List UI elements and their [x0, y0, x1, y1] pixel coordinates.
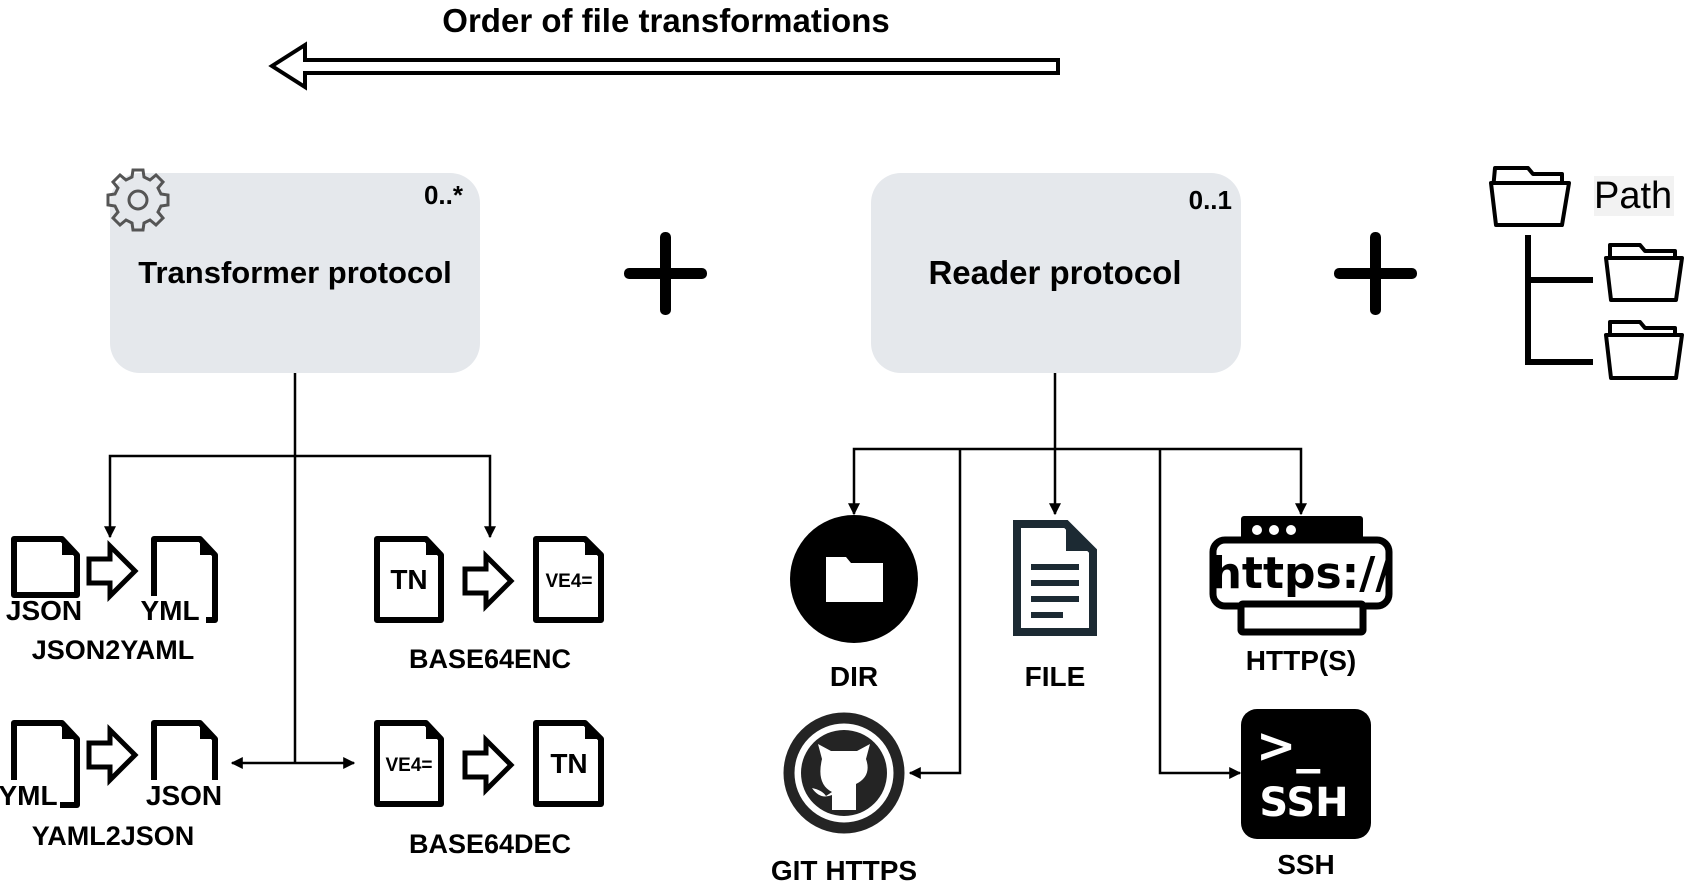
reader-protocol-label: Reader protocol [928, 254, 1181, 291]
transformer-multiplicity: 0..* [424, 180, 464, 210]
document-icon [11, 536, 80, 598]
reader-connectors [848, 373, 1307, 779]
http-label: HTTP(S) [1246, 645, 1356, 676]
reader-multiplicity: 0..1 [1189, 185, 1232, 215]
document-icon [533, 536, 604, 623]
yaml2json-to: JSON [146, 780, 222, 811]
browser-icon: https:// [1209, 516, 1393, 636]
order-arrow [268, 41, 1060, 91]
base64dec-to: TN [550, 748, 587, 779]
yaml2json-from: YML [0, 780, 58, 811]
hollow-arrow-icon [86, 723, 139, 787]
base64dec-transformer: VE4= TN BASE64DEC [374, 720, 604, 859]
hollow-arrow-icon [462, 549, 515, 613]
https-badge-text: https:// [1211, 548, 1393, 599]
folder-icon [826, 557, 883, 602]
base64enc-label: BASE64ENC [409, 644, 571, 674]
document-icon [374, 536, 444, 623]
reader-git: GIT HTTPS [771, 712, 917, 886]
yaml2json-transformer: YML JSON YAML2JSON [0, 720, 222, 851]
ssh-label: SSH [1277, 849, 1335, 880]
transformer-connectors [104, 373, 496, 769]
reader-ssh: >_ SSH SSH [1241, 709, 1371, 880]
dir-label: DIR [830, 661, 878, 692]
ssh-prompt: >_ [1256, 718, 1320, 774]
document-icon [533, 720, 604, 807]
folder-icon [1489, 166, 1571, 227]
json2yaml-label: JSON2YAML [32, 635, 195, 665]
base64dec-label: BASE64DEC [409, 829, 571, 859]
json2yaml-from: JSON [6, 595, 82, 626]
reader-protocol-node: Reader protocol 0..1 [871, 173, 1241, 373]
plus-icon [624, 232, 707, 315]
document-icon [151, 720, 218, 788]
document-icon [1013, 520, 1097, 636]
ssh-badge-text: SSH [1259, 780, 1348, 826]
yaml2json-label: YAML2JSON [32, 821, 195, 851]
base64enc-to: VE4= [545, 571, 592, 592]
github-icon [783, 712, 905, 834]
path-label: Path [1594, 175, 1672, 217]
transformer-protocol-node: Transformer protocol 0..* [110, 173, 480, 373]
transformer-protocol-label: Transformer protocol [138, 255, 452, 290]
json2yaml-transformer: JSON YML JSON2YAML [6, 536, 218, 665]
json2yaml-to: YML [140, 595, 199, 626]
document-icon [374, 720, 444, 807]
hollow-arrow-icon [462, 733, 515, 797]
reader-dir: DIR [790, 515, 918, 692]
reader-http: https:// HTTP(S) [1209, 516, 1393, 676]
base64dec-from: VE4= [385, 755, 432, 776]
base64enc-transformer: TN VE4= BASE64ENC [374, 536, 604, 674]
plus-icon [1334, 232, 1417, 315]
gear-icon [106, 168, 170, 232]
diagram-title: Order of file transformations [442, 2, 889, 39]
file-label: FILE [1025, 661, 1086, 692]
path-tree: Path [1489, 166, 1684, 380]
reader-file: FILE [1013, 520, 1097, 692]
git-label: GIT HTTPS [771, 855, 917, 886]
hollow-arrow-icon [86, 539, 139, 603]
base64enc-from: TN [390, 564, 427, 595]
folder-icon [1604, 320, 1684, 380]
terminal-icon: >_ SSH [1241, 709, 1371, 839]
folder-icon [1604, 243, 1684, 302]
